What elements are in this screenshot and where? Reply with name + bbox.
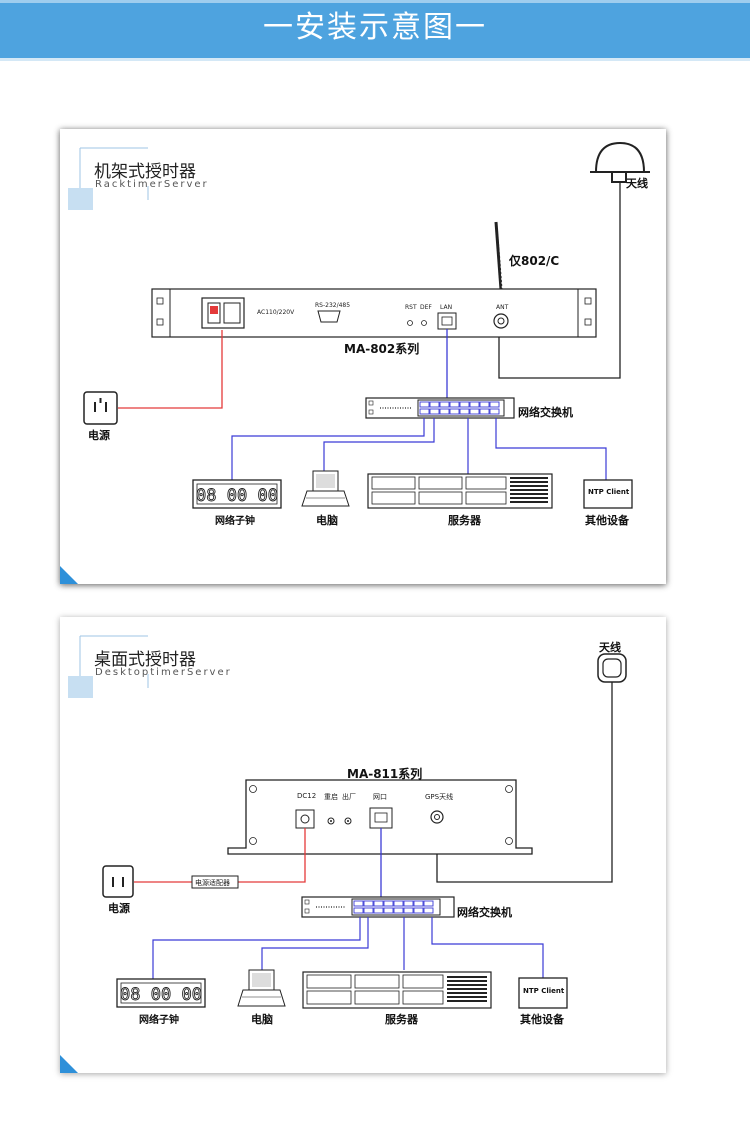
desk-server-label: 服务器 <box>385 1013 418 1026</box>
page-title: 一安装示意图一 <box>263 10 487 45</box>
rack-power-outlet-icon <box>83 391 118 425</box>
rack-device-chassis <box>151 288 597 338</box>
desk-panel-gps: GPS天线 <box>425 793 454 801</box>
corner-accent <box>60 566 78 584</box>
desk-pc-icon <box>237 969 286 1007</box>
desk-ntp-text: NTP Client <box>523 987 565 995</box>
rack-model-label: MA-802系列 <box>344 342 420 356</box>
desk-device-chassis <box>227 779 533 855</box>
rack-ntp-client-box <box>583 479 633 509</box>
desk-title: 桌面式授时器 <box>94 650 196 670</box>
desk-panel-restart: 重启 <box>324 793 338 801</box>
rack-antenna-cable <box>498 182 621 379</box>
rack-pc-label: 电脑 <box>316 514 338 527</box>
header-banner <box>0 0 750 58</box>
rack-server-icon <box>367 473 553 509</box>
rack-gps-antenna-icon <box>590 141 650 183</box>
rack-pc-icon <box>301 470 350 507</box>
rack-network-switch-icon <box>365 397 515 419</box>
desk-model-label: MA-811系列 <box>347 767 423 781</box>
desk-power-cable <box>238 828 306 883</box>
rack-other-label: 其他设备 <box>585 514 629 527</box>
rack-ntp-text: NTP Client <box>588 488 630 496</box>
rack-power-label: 电源 <box>88 429 110 442</box>
rack-antenna-label: 天线 <box>626 177 648 190</box>
rack-only-label: 仅802/C <box>509 254 560 268</box>
rack-diagram-card <box>60 129 666 584</box>
rack-power-cable <box>118 330 223 409</box>
rack-network-clock-icon <box>192 479 282 509</box>
desk-adapter-label: 电源适配器 <box>195 879 230 887</box>
desk-network-links <box>152 917 544 980</box>
desk-gps-antenna-icon <box>597 653 627 683</box>
rack-subtitle: RacktimerServer <box>95 179 209 190</box>
desk-network-clock-icon <box>116 978 206 1008</box>
desk-power-label: 电源 <box>108 902 130 915</box>
desk-network-switch-icon <box>301 896 455 918</box>
rack-clock-digits: 08 00 00 <box>196 486 278 506</box>
desk-clock-digits: 08 00 00 <box>120 985 202 1005</box>
desk-subtitle: DesktoptimerServer <box>95 667 232 678</box>
desk-power-adapter-box <box>191 875 239 889</box>
rack-panel-ac: AC110/220V <box>257 309 295 316</box>
rack-title-bracket <box>68 147 149 210</box>
rack-clock-label: 网络子钟 <box>215 516 255 527</box>
banner-underline <box>0 58 750 61</box>
desk-clock-label: 网络子钟 <box>139 1015 179 1026</box>
rack-switch-label: 网络交换机 <box>518 406 573 419</box>
rack-panel-lan: LAN <box>440 304 453 311</box>
rack-panel-rs: RS-232/485 <box>315 302 351 309</box>
rack-panel-def: DEF <box>420 304 432 311</box>
desk-panel-net: 网口 <box>373 793 387 801</box>
rack-panel-ant: ANT <box>496 304 509 311</box>
desk-panel-dc: DC12 <box>297 792 317 800</box>
desk-title-bracket <box>68 635 149 698</box>
desk-antenna-label: 天线 <box>599 641 621 654</box>
desk-other-label: 其他设备 <box>520 1013 564 1026</box>
desk-switch-label: 网络交换机 <box>457 906 512 919</box>
rack-network-links <box>231 418 607 480</box>
desk-panel-factory: 出厂 <box>342 793 356 801</box>
rack-title: 机架式授时器 <box>94 162 196 182</box>
rack-panel-rst: RST <box>405 304 417 311</box>
desk-server-icon <box>302 971 492 1009</box>
desk-power-outlet-icon <box>102 865 134 898</box>
desk-ntp-client-box <box>518 977 568 1009</box>
rack-server-label: 服务器 <box>448 514 481 527</box>
desk-pc-label: 电脑 <box>251 1013 273 1026</box>
